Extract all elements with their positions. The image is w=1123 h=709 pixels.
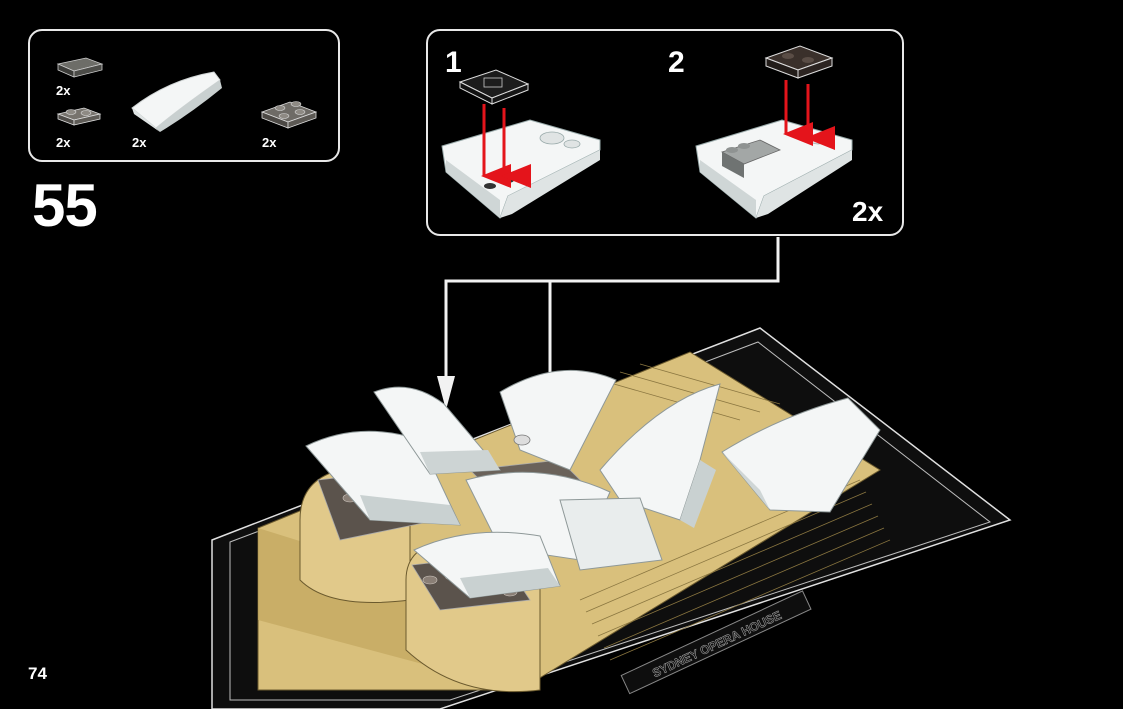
part-qty-white-wedge: 2x bbox=[132, 135, 147, 150]
substeps-panel: 1 2 bbox=[426, 29, 904, 236]
part-dark-tile bbox=[56, 57, 104, 78]
part-qty-clear-plate-1x2: 2x bbox=[56, 135, 71, 150]
step-number: 55 bbox=[32, 172, 98, 239]
substep-2-illustration bbox=[695, 45, 853, 219]
substep-1-illustration bbox=[441, 69, 601, 219]
substep-number-2: 2 bbox=[668, 46, 685, 79]
opera-house-model: SYDNEY OPERA HOUSE bbox=[211, 327, 1012, 709]
substep-multiplier: 2x bbox=[852, 196, 884, 227]
page-number: 74 bbox=[28, 664, 47, 683]
part-white-wedge bbox=[131, 71, 222, 132]
parts-list-panel: 2x 2x 2x 2x bbox=[28, 29, 340, 162]
part-qty-dark-tile: 2x bbox=[56, 83, 71, 98]
part-clear-plate-1x2 bbox=[56, 107, 102, 126]
part-clear-plate-2x2 bbox=[260, 101, 318, 129]
part-qty-clear-plate-2x2: 2x bbox=[262, 135, 277, 150]
placement-arrowhead-left bbox=[437, 376, 455, 410]
substep-number-1: 1 bbox=[445, 46, 462, 79]
